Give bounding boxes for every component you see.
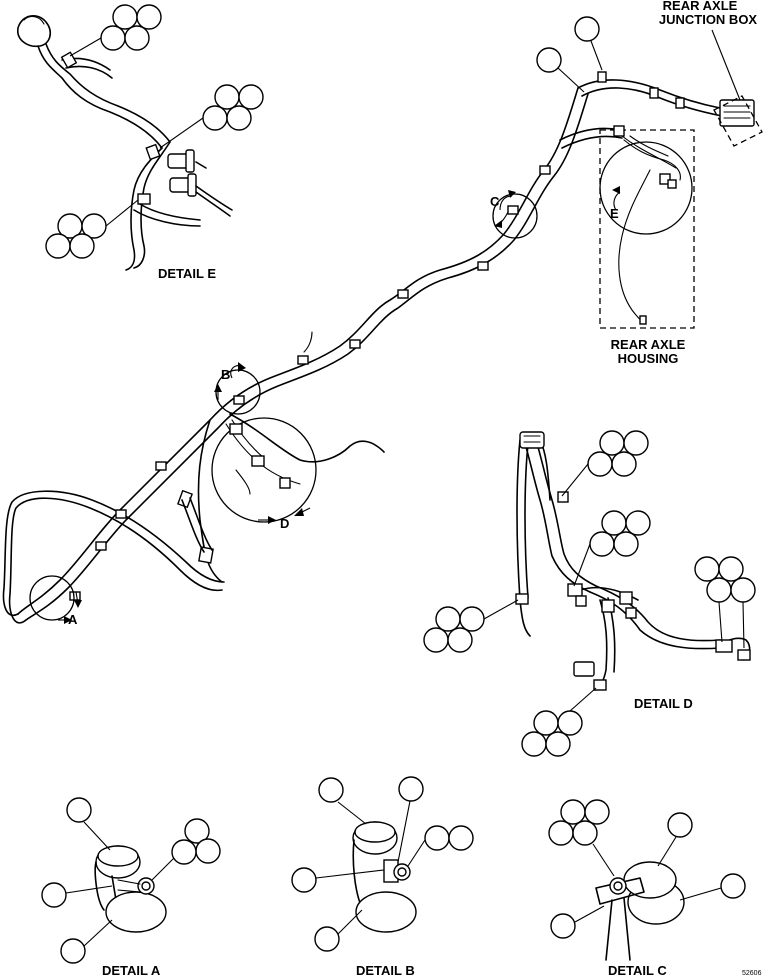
- callout-d: D: [280, 516, 289, 531]
- detail-c-circle: [492, 193, 538, 239]
- main-harness: [2, 71, 755, 624]
- rear-axle-housing-box: [599, 129, 695, 329]
- detail-a-label: DETAIL A: [102, 963, 161, 978]
- junction-box-label-line1: REAR AXLE: [663, 0, 738, 13]
- callout-e: E: [610, 206, 619, 221]
- detail-d-drawing: DETAIL D: [423, 430, 756, 757]
- detail-c-drawing: DETAIL C: [548, 799, 746, 978]
- callout-balloon: [536, 47, 562, 73]
- detail-d-label: DETAIL D: [634, 696, 693, 711]
- detail-c-label: DETAIL C: [608, 963, 667, 978]
- rear-axle-housing-detail: [613, 125, 681, 325]
- callout-a: A: [68, 612, 78, 627]
- detail-b-label: DETAIL B: [356, 963, 415, 978]
- detail-e-drawing: DETAIL E: [17, 4, 264, 281]
- detail-d-circle-interior: [225, 419, 301, 495]
- detail-e-circle: [599, 141, 693, 235]
- junction-box-outline: [713, 95, 763, 147]
- detail-d-circle: [211, 417, 317, 523]
- callout-c: C: [490, 194, 500, 209]
- detail-a-circle: [29, 575, 75, 621]
- detail-a-drawing: DETAIL A: [41, 797, 221, 978]
- figure-number: 52606: [742, 970, 762, 977]
- junction-box-label-line2: JUNCTION BOX: [659, 12, 758, 27]
- housing-label-line2: HOUSING: [618, 351, 679, 366]
- detail-e-label: DETAIL E: [158, 266, 216, 281]
- callout-balloon: [574, 16, 600, 42]
- callout-b: B: [221, 367, 230, 382]
- housing-label-line1: REAR AXLE: [611, 337, 686, 352]
- loop-connectors: [181, 497, 213, 553]
- detail-b-drawing: DETAIL B: [291, 776, 474, 978]
